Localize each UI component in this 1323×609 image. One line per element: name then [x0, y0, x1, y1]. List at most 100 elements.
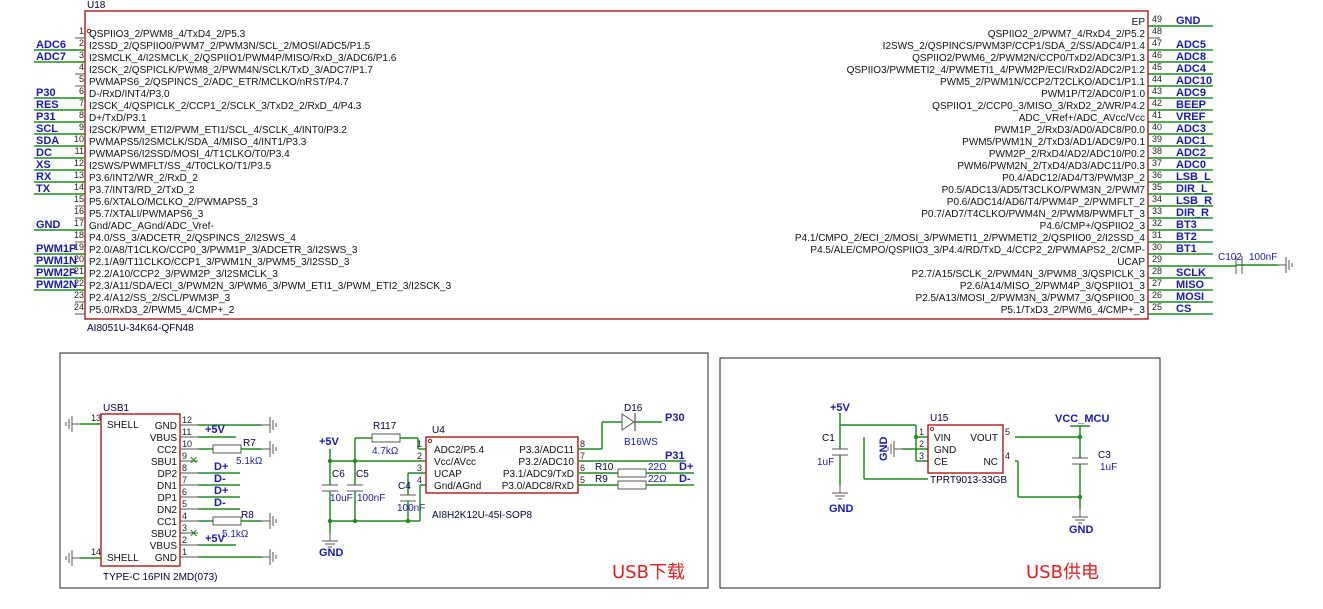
c5-value: 100nF [357, 493, 385, 504]
u18-pin-1: QSPIIO3_2/PWM8_4/TxD4_2/P5.31 [75, 26, 246, 40]
usb1-part: TYPE-C 16PIN 2MD(073) [103, 572, 217, 583]
usb1-pin-number: 2 [182, 535, 187, 545]
u18-pin-number: 1 [79, 26, 84, 36]
u18-net-label: RES [36, 99, 59, 111]
u18-pin-label: P0.7/AD7/T4CLKO/PWM4N_2/PWM8/PWMFLT_3 [921, 209, 1145, 220]
u18-pin-number: 35 [1152, 182, 1162, 192]
u4-net-dplus: D+ [679, 461, 693, 473]
u18-pin-number: 18 [74, 230, 84, 240]
u15-pin-label: CE [934, 457, 948, 468]
u18-net-label: SDA [36, 135, 59, 147]
u18-pin-label: I2SCK_4/QSPICLK_2/CCP1_2/SCLK_3/TxD2_2/R… [89, 101, 362, 112]
r10-ref: R10 [595, 462, 614, 473]
u4-pin-label: P3.2/ADC10 [518, 457, 574, 468]
u18-pin-label: P2.6/A14/MISO_2/PWM4P_3/QSPIIO1_3 [960, 281, 1146, 292]
u18-pin-label: I2SSD_2/QSPIIO0/PWM7_2/PWM3N/SCL_2/MOSI/… [89, 41, 371, 52]
c102-capacitor: C102 100nF [1218, 252, 1293, 274]
u18-pin-number: 16 [74, 206, 84, 216]
u18-pin-number: 17 [74, 218, 84, 228]
u18-pin-number: 19 [74, 242, 84, 252]
u4-pin-label: Gnd/AGnd [434, 481, 481, 492]
u4-pin-label: UCAP [434, 469, 462, 480]
u18-pin-7: I2SCK_4/QSPICLK_2/CCP1_2/SCLK_3/TxD2_2/R… [34, 98, 362, 112]
r8-body [212, 516, 242, 526]
u18-pin-number: 8 [79, 110, 84, 120]
u18-pin-number: 12 [74, 158, 84, 168]
u18-pin-18: P4.0/SS_3/ADCETR_2/QSPINCS_2/I2SWS_4 18 [74, 230, 296, 244]
u18-pin-number: 47 [1152, 38, 1162, 48]
usb1-connector: USB1 TYPE-C 16PIN 2MD(073) SHELL SHELL 1… [65, 403, 217, 583]
u18-net-label: GND [36, 219, 61, 231]
u15-pin-number: 2 [919, 439, 924, 449]
u18-pin-label: P4.0/SS_3/ADCETR_2/QSPINCS_2/I2SWS_4 [89, 233, 296, 244]
u4-pin-number: 7 [580, 451, 585, 461]
u18-pin-number: 2 [79, 38, 84, 48]
u18-net-label: VREF [1176, 111, 1206, 123]
u18-pin-2: I2SSD_2/QSPIIO0/PWM7_2/PWM3N/SCL_2/MOSI/… [34, 38, 371, 52]
u18-net-label: PWM1P [36, 243, 76, 255]
usb1-pin-label: GND [155, 553, 177, 564]
u18-net-label: DC [36, 147, 52, 159]
u4-pin-label: ADC2/P5.4 [434, 445, 484, 456]
u18-net-label: ADC8 [1176, 51, 1206, 63]
u4-pins: ADC2/P5.41Vcc/AVcc2UCAP3Gnd/AGnd4P3.3/AD… [417, 439, 585, 492]
u18-net-label: ADC6 [36, 39, 66, 51]
u18-pin-16: P5.7/XTALI/PWMAPS6_3 16 [74, 206, 204, 220]
r10-body [617, 468, 647, 478]
u18-pin-15: P5.6/XTALO/MCLKO_2/PWMAPS5_315 [74, 194, 258, 208]
u15-section: +5V C1 1uF GND GND U15 TPRT9013-33GB VIN… [817, 402, 1117, 536]
u4-gnd-label: GND [319, 547, 344, 559]
u18-pin-label: P4.5/ALE/CMPO/QSPIIO3_3/P4.4/RD/TxD_4/CC… [810, 245, 1145, 256]
r117-ref: R117 [373, 421, 397, 432]
u18-pin-label: D+/TxD/P3.1 [89, 113, 147, 124]
u15-pin-number: 5 [1005, 427, 1010, 437]
u4-pin-label: P3.0/ADC8/RxD [502, 481, 574, 492]
u18-pin-31: P4.1/CMPO_2/ECI_2/MOSI_3/PWMETI1_2/PWMET… [795, 230, 1213, 244]
u4-net-p31: P31 [665, 450, 685, 462]
u18-pin-number: 29 [1152, 254, 1162, 264]
u18-pin-number: 10 [74, 134, 84, 144]
u4-part: AI8H2K12U-45I-SOP8 [432, 510, 532, 521]
u18-pin-number: 31 [1152, 230, 1162, 240]
u18-pin-45: QSPIIO3/PWMETI2_4/PWMETI1_4/PWM2P/ECI/Rx… [847, 62, 1213, 76]
usb1-pin-number: 11 [182, 427, 191, 437]
u18-net-label: SCLK [1176, 267, 1206, 279]
usb-power-frame [719, 357, 1161, 589]
usb1-pin-number: 4 [182, 511, 187, 521]
u18-pin-label: P5.0/RxD3_2/PWM5_4/CMP+_2 [89, 305, 235, 316]
u18-pin-4: I2SCK_2/QSPICLK/PWM8_2/PWM4N/SCLK/TxD_3/… [75, 62, 373, 76]
u18-net-label: XS [36, 159, 51, 171]
c6-ref: C6 [332, 469, 345, 480]
u18-pin-number: 6 [79, 86, 84, 96]
u18-pin-label: P4.1/CMPO_2/ECI_2/MOSI_3/PWMETI1_2/PWMET… [795, 233, 1146, 244]
power-vcc-mcu: VCC_MCU [1055, 413, 1109, 425]
usb-download-frame [59, 352, 709, 589]
sbu1-no-connect: ✕ [189, 454, 198, 467]
u18-pin-20: P2.1/A9/T11CLKO/CCP1_3/PWM1N_3/PWM5_3/I2… [34, 254, 350, 268]
usb1-body [100, 413, 181, 567]
u18-pin-number: 9 [79, 122, 84, 132]
u18-pin-number: 32 [1152, 218, 1162, 228]
u18-pin-label: P5.7/XTALI/PWMAPS6_3 [89, 209, 204, 220]
u15-pin-label: VIN [934, 433, 951, 444]
usb1-pin-label: DP2 [158, 469, 178, 480]
usb1-pin-number: 9 [182, 451, 187, 461]
u18-net-label: BT2 [1176, 231, 1197, 243]
